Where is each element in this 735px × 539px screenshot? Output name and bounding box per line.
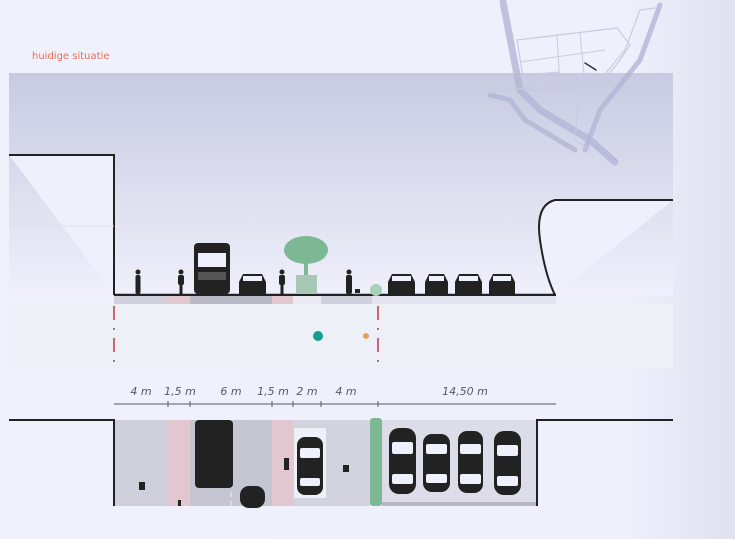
car-top-icon [240,486,265,508]
dimension-bike-lane-left: 1,5 m [164,385,196,398]
left-building [9,154,115,295]
utility-dot-teal [313,331,323,341]
pedestrian-icon [135,269,141,294]
tree-icon [284,236,328,294]
section-title: huidige situatie [32,51,110,62]
green-strip [370,418,382,506]
dimension-bike-lane-right: 1,5 m [257,385,289,398]
cyclist-icon [279,269,285,294]
dimension-parking-lot: 14,50 m [442,385,488,398]
pedestrian-with-dog-icon [346,269,360,294]
parked-car-top-icon [423,434,450,492]
cyclist-top-icon [178,500,181,506]
car-icon [239,274,266,294]
right-building [538,199,673,296]
dog-walker-top-icon [139,482,145,490]
parked-car-icon [455,274,482,294]
dimension-line [114,401,556,407]
dimension-parking: 2 m [296,385,317,398]
underground-band [9,304,673,368]
dimension-sidewalk-right: 4 m [335,385,356,398]
parked-car-icon [388,274,415,294]
parked-car-icon [425,274,448,294]
truck-icon [194,243,230,294]
utility-dot-orange [363,333,369,339]
shrub-icon [370,284,382,296]
cyclist-icon [178,269,184,294]
plan-view [9,418,673,508]
car-top-icon [297,437,323,495]
parked-car-top-icon [389,428,416,494]
section-marker-icon [584,62,597,71]
dimension-sidewalk: 4 m [130,385,151,398]
dimension-road: 6 m [220,385,241,398]
pedestrian-top-icon [343,465,349,472]
location-map [487,0,663,166]
parked-car-icon [489,274,515,294]
cyclist-top-icon [284,458,289,470]
truck-top-icon [195,420,233,488]
profile-strip [114,296,556,304]
